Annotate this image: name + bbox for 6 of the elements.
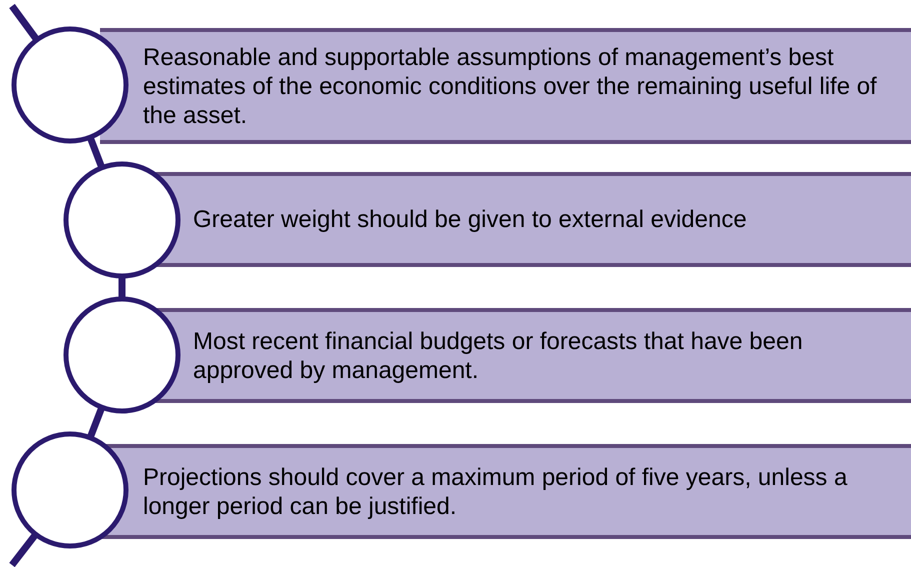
item-text: Reasonable and supportable assumptions of management’s best estimates of the economic conditions over the remaining useful life of the asset. bbox=[143, 42, 878, 130]
list-item-bar bbox=[100, 28, 911, 144]
item-text: Most recent financial budgets or forecasts that have been approved by management. bbox=[193, 326, 804, 384]
item-text: Projections should cover a maximum period of five years, unless a longer period can be justified. bbox=[143, 462, 848, 520]
item-text: Greater weight should be given to external evidence bbox=[193, 205, 747, 234]
list-item-bar bbox=[100, 444, 911, 539]
